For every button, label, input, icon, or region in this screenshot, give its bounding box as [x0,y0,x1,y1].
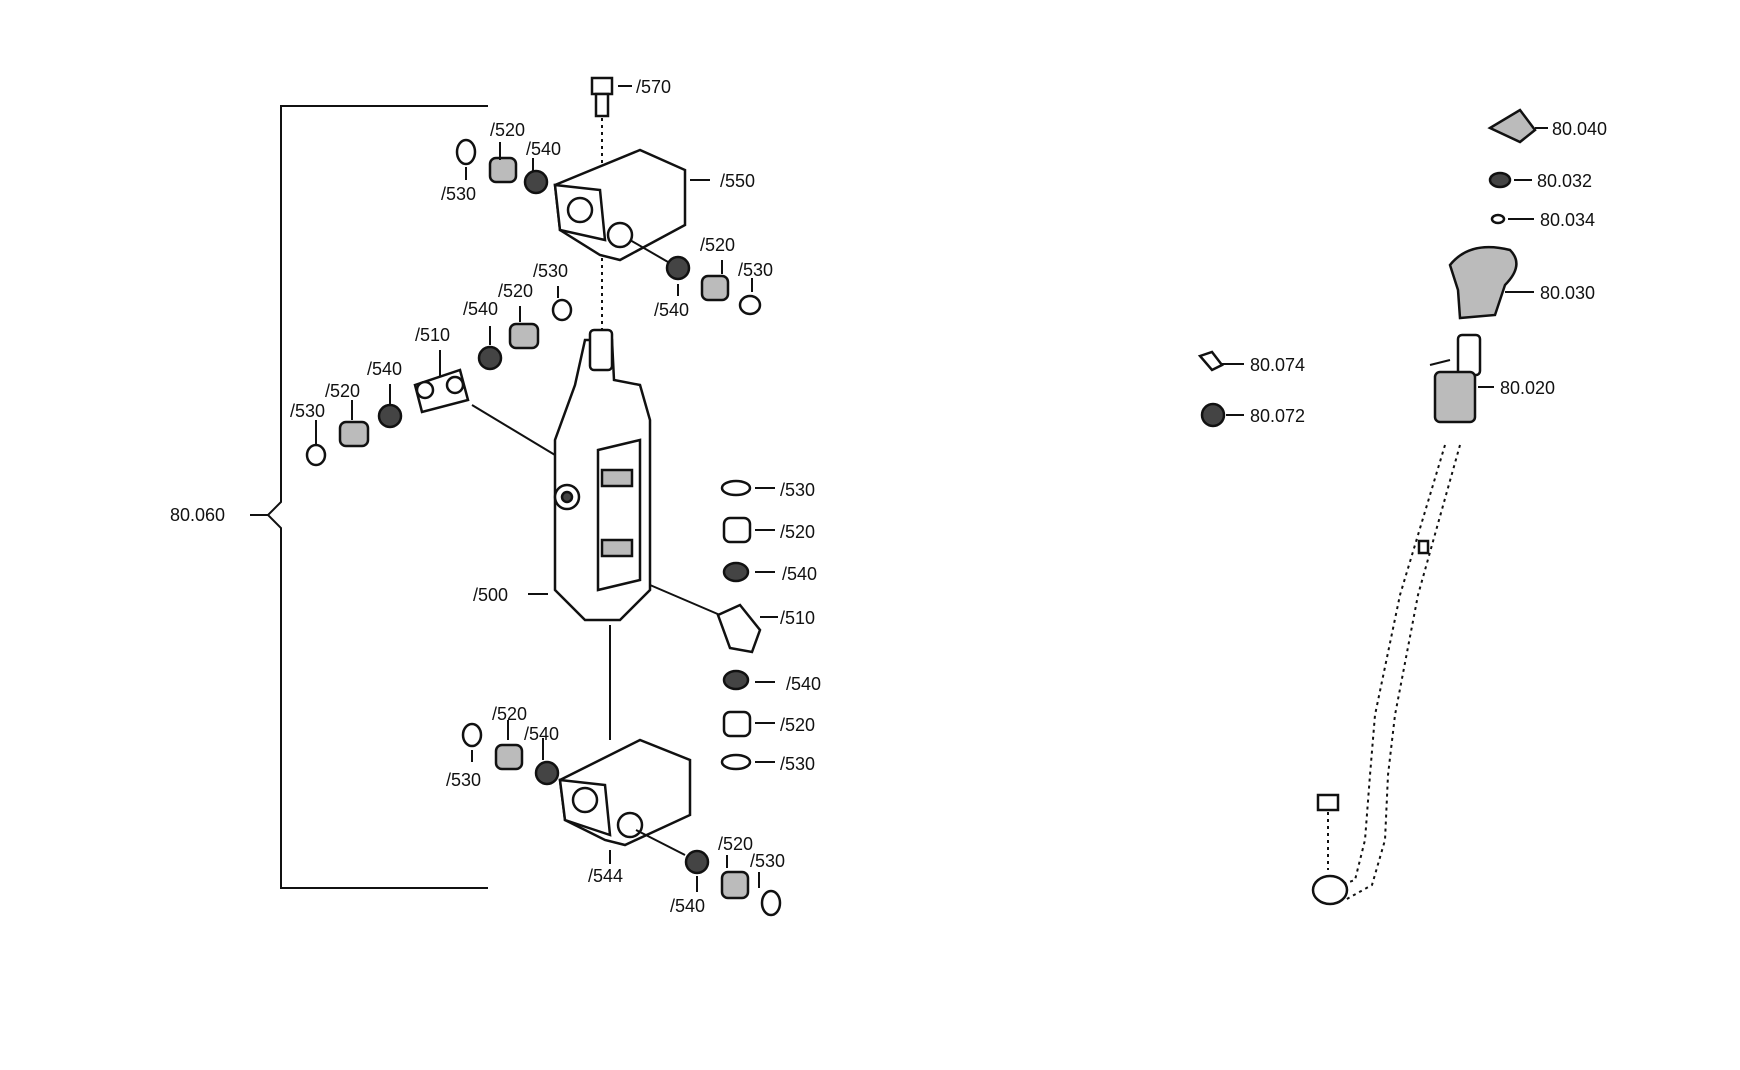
leader-lines [315,85,1548,892]
yoke-550 [553,148,687,262]
label-540-b: /540 [654,300,689,320]
label-540-c: /540 [463,299,498,319]
label-80074: 80.074 [1250,355,1305,375]
lever-nut-80032 [1488,171,1512,189]
label-520-f: /520 [780,715,815,735]
part-labels: /570 /520 /540 /530 /550 /520 /530 /540 … [170,77,1607,916]
parts-upper-right [629,239,762,316]
lever-boot-80020 [1429,333,1482,424]
label-530-e: /530 [780,480,815,500]
assembly-bracket [250,105,488,889]
parts-upper-left [455,138,549,195]
label-520-a: /520 [490,120,525,140]
label-520-b: /520 [700,235,735,255]
cross-510-left [413,368,556,456]
label-530-g: /530 [446,770,481,790]
label-530-b: /530 [738,260,773,280]
label-80032: 80.032 [1537,171,1592,191]
label-540-d: /540 [367,359,402,379]
label-520-e: /520 [780,522,815,542]
label-520-g: /520 [492,704,527,724]
label-570: /570 [636,77,671,97]
lever-washer-80034 [1490,213,1506,225]
label-540-h: /540 [670,896,705,916]
lever-rod [1311,444,1461,906]
label-540-e: /540 [782,564,817,584]
label-530-f: /530 [780,754,815,774]
label-510-a: /510 [415,325,450,345]
label-550: /550 [720,171,755,191]
lever-knob-80030 [1448,245,1518,320]
housing-500 [553,328,652,622]
label-80072: 80.072 [1250,406,1305,426]
label-520-h: /520 [718,834,753,854]
label-80040: 80.040 [1552,119,1607,139]
label-520-d: /520 [325,381,360,401]
label-assembly-80060: 80.060 [170,505,225,525]
yoke-544 [558,625,692,847]
parts-lower-left [461,722,560,786]
label-544: /544 [588,866,623,886]
label-500: /500 [473,585,508,605]
label-540-g: /540 [524,724,559,744]
label-520-c: /520 [498,281,533,301]
parts-right-column [649,479,762,771]
parts-lower-right [635,829,782,917]
label-530-c: /530 [533,261,568,281]
label-80020: 80.020 [1500,378,1555,398]
label-530-a: /530 [441,184,476,204]
label-540-a: /540 [526,139,561,159]
parts-mid-left [305,403,403,467]
label-530-d: /530 [290,401,325,421]
label-540-f: /540 [786,674,821,694]
label-530-h: /530 [750,851,785,871]
label-510-b: /510 [780,608,815,628]
loose-parts-80074-80072 [1197,350,1226,428]
parts-mid-upper [477,298,573,371]
label-80034: 80.034 [1540,210,1595,230]
lever-cap-80040 [1487,108,1537,144]
label-80030: 80.030 [1540,283,1595,303]
